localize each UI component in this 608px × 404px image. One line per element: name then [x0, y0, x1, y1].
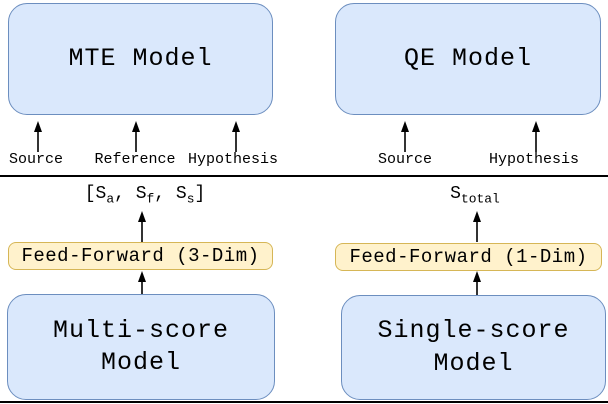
single-score-model-label: Single-score Model: [377, 316, 570, 378]
mte-input-source-label: Source: [8, 151, 64, 168]
feed-forward-1dim-label: Feed-Forward (1-Dim): [349, 246, 588, 268]
qe-model-label: QE Model: [403, 43, 533, 73]
single-score-output-label: Stotal: [450, 184, 500, 207]
qe-input-hypothesis-label: Hypothesis: [488, 151, 580, 168]
mte-input-hypothesis-label: Hypothesis: [187, 151, 279, 168]
arrow-up-icon: [532, 121, 540, 152]
feed-forward-3dim-box: Feed-Forward (3-Dim): [8, 242, 273, 270]
arrow-up-icon: [34, 121, 42, 152]
multi-score-model-box: Multi-score Model: [7, 294, 275, 400]
arrow-up-icon: [232, 121, 240, 152]
mte-model-box: MTE Model: [8, 3, 273, 115]
feed-forward-3dim-label: Feed-Forward (3-Dim): [21, 245, 260, 267]
mte-model-label: MTE Model: [68, 43, 213, 73]
arrow-up-icon: [401, 121, 409, 152]
arrow-up-icon: [473, 211, 481, 242]
multi-score-model-label: Multi-score Model: [52, 315, 230, 378]
arrow-up-icon: [138, 211, 146, 242]
qe-input-source-label: Source: [377, 151, 433, 168]
section-divider-line: [0, 175, 608, 177]
qe-model-box: QE Model: [335, 3, 601, 115]
figure-bottom-line: [0, 401, 608, 403]
arrow-up-icon: [132, 121, 140, 152]
feed-forward-1dim-box: Feed-Forward (1-Dim): [335, 243, 602, 271]
single-score-model-box: Single-score Model: [341, 295, 606, 400]
mte-input-reference-label: Reference: [94, 151, 176, 168]
multi-score-output-label: [Sa, Sf, Ss]: [84, 184, 206, 207]
